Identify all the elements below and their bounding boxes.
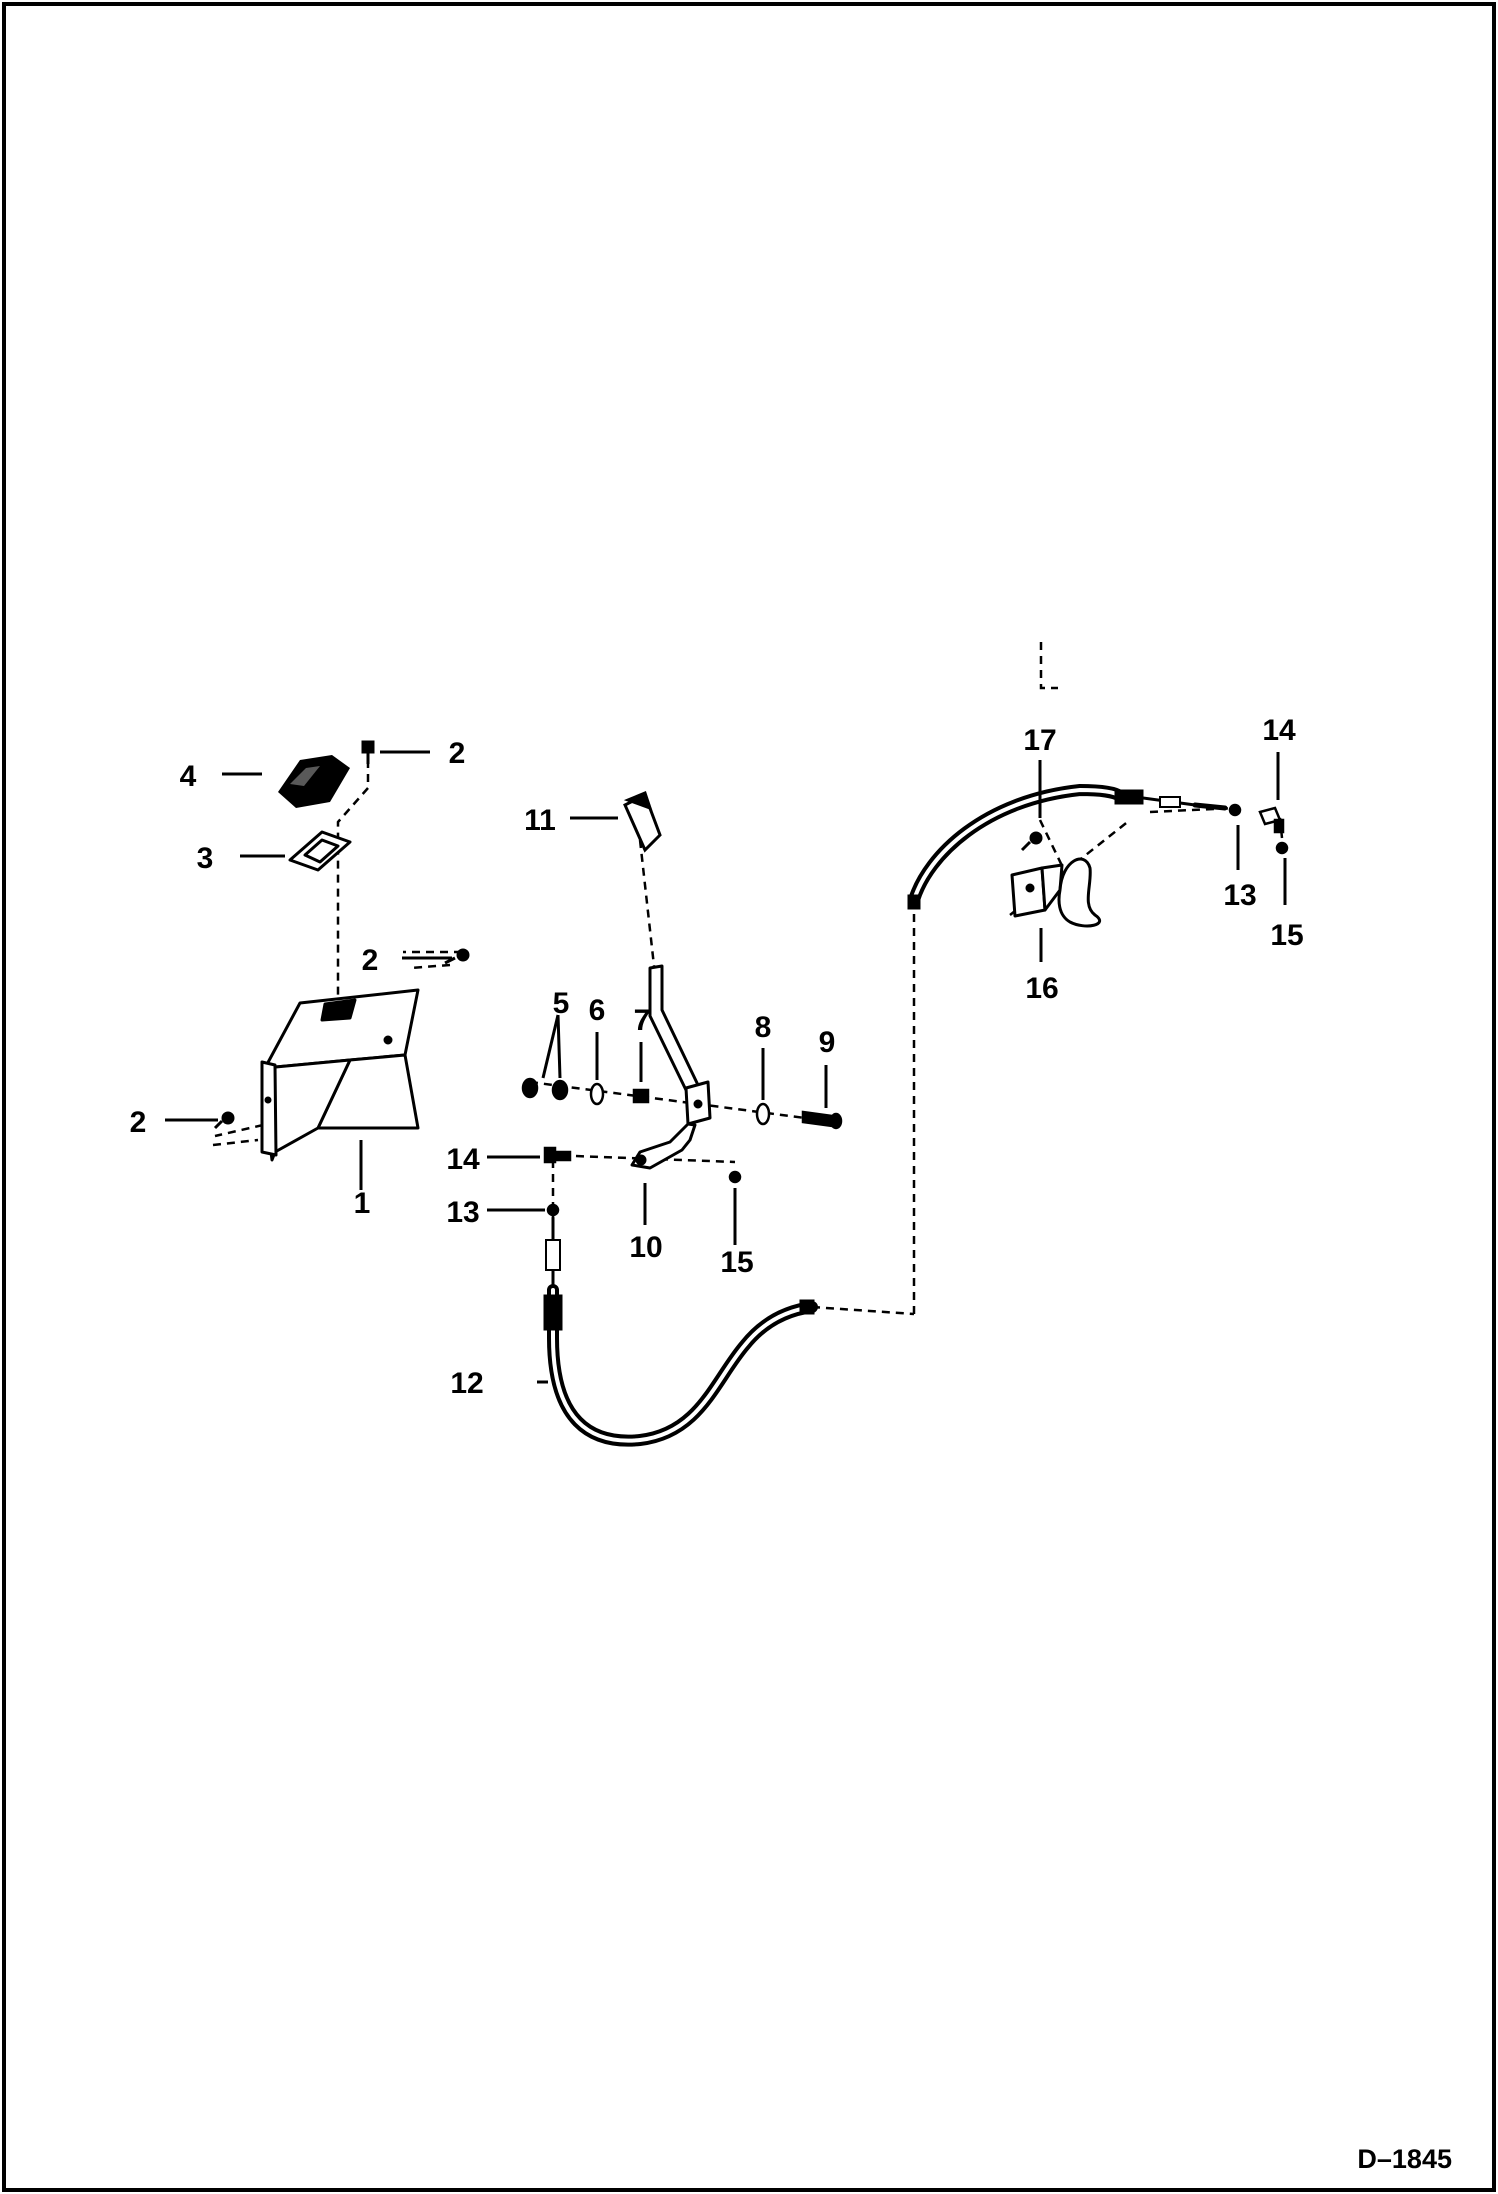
callout-15: 15 — [720, 1246, 753, 1279]
callout-16: 16 — [1025, 972, 1058, 1005]
cable-end-hardware-right — [1228, 803, 1289, 855]
knob — [278, 755, 350, 808]
callout-6: 6 — [589, 994, 606, 1027]
cover-housing — [260, 988, 420, 1162]
pivot-hardware — [521, 1077, 843, 1130]
callout-11: 11 — [524, 804, 556, 837]
callout-14: 14 — [446, 1143, 480, 1176]
callout-5: 5 — [553, 987, 570, 1020]
leader-lines — [165, 750, 1287, 1384]
callout-2: 2 — [449, 737, 466, 770]
callout-1: 1 — [354, 1187, 371, 1220]
callout-14: 14 — [1262, 714, 1296, 747]
callout-9: 9 — [819, 1026, 836, 1059]
callout-15: 15 — [1270, 919, 1303, 952]
callout-7: 7 — [634, 1004, 651, 1037]
callout-2: 2 — [362, 944, 379, 977]
lever-grip — [623, 791, 662, 853]
cable-bracket — [1010, 831, 1102, 928]
callout-3: 3 — [197, 842, 214, 875]
screws — [213, 740, 470, 1130]
cable-end-hardware-left — [543, 1146, 742, 1217]
callouts: 1 2 2 2 3 4 5 6 7 8 9 10 11 12 13 13 14 … — [130, 714, 1304, 1400]
drawing-number: D–1845 — [1357, 2144, 1452, 2174]
callout-8: 8 — [755, 1011, 772, 1044]
callout-13: 13 — [446, 1196, 479, 1229]
lever — [630, 964, 712, 1170]
callout-10: 10 — [629, 1231, 662, 1264]
callout-13: 13 — [1223, 879, 1256, 912]
plate-gasket — [288, 830, 352, 872]
callout-4: 4 — [180, 760, 197, 793]
callout-12: 12 — [450, 1367, 483, 1400]
callout-17: 17 — [1023, 724, 1056, 757]
control-cable — [543, 783, 1228, 1447]
callout-2: 2 — [130, 1106, 147, 1139]
